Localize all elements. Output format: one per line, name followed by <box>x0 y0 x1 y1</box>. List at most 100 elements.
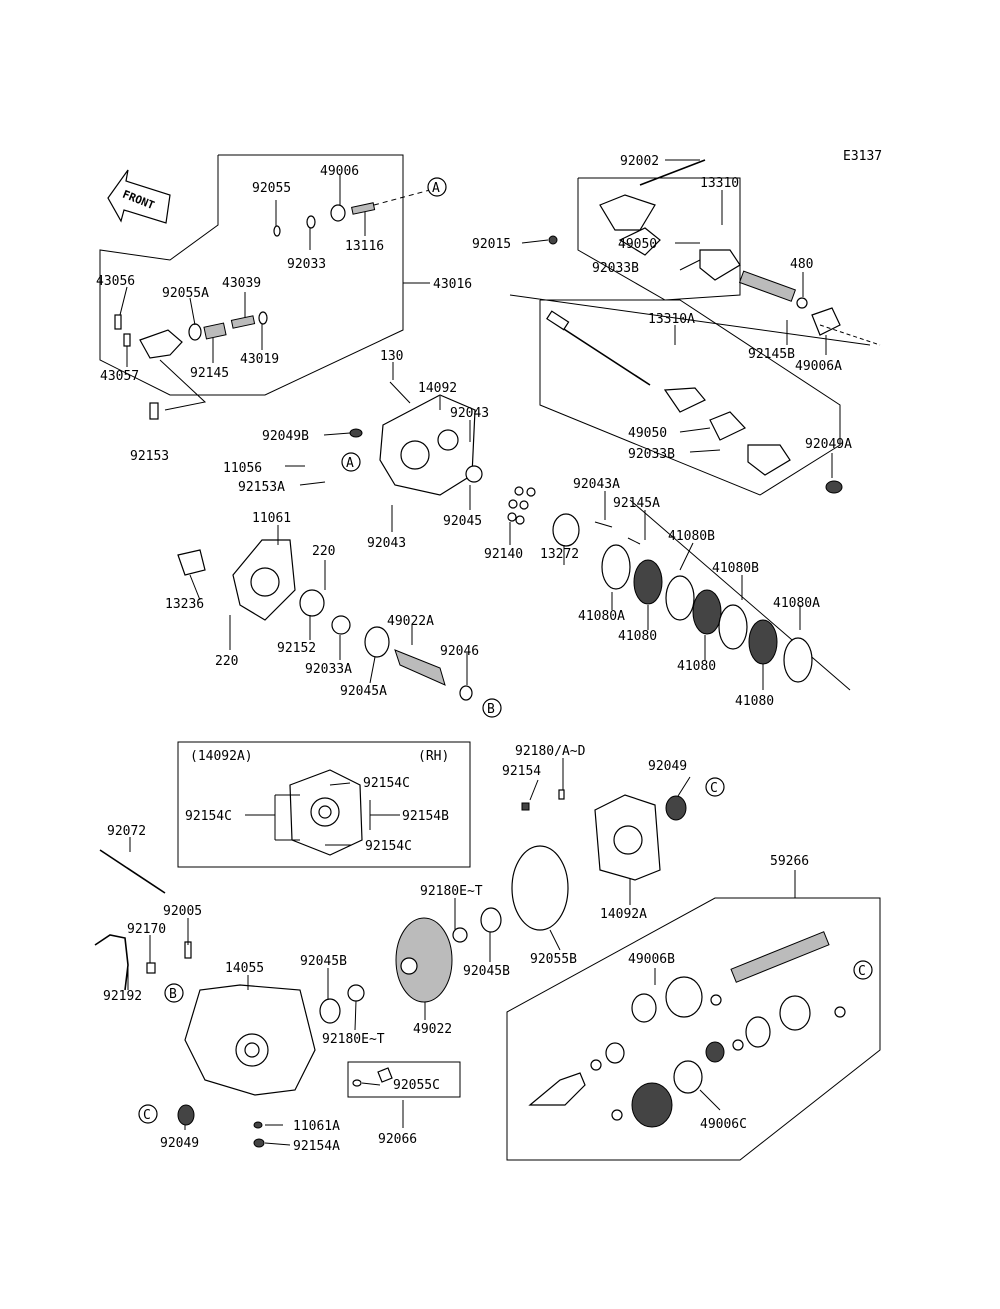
callout-label: 92043 <box>450 406 489 421</box>
part-callouts: 92002 13310 49006 92055 92033 13116 9201… <box>96 154 852 1154</box>
parts-linkage <box>114 189 431 420</box>
callout-label: 92140 <box>484 547 523 562</box>
callout-label: 92049 <box>648 759 687 774</box>
callout-label: 92180E~T <box>322 1032 385 1047</box>
callout-label: 92049 <box>160 1136 199 1151</box>
callout-label: 92002 <box>620 154 659 169</box>
callout-label: 92192 <box>103 989 142 1004</box>
callout-label: 92015 <box>472 237 511 252</box>
callout-label: 43057 <box>100 369 139 384</box>
callout-label: 43056 <box>96 274 135 289</box>
callout-label: 41080A <box>773 596 820 611</box>
callout-label: 13236 <box>165 597 204 612</box>
marker-c: C <box>143 1108 151 1123</box>
callout-label: 92154B <box>402 809 449 824</box>
callout-label: 13310 <box>700 176 739 191</box>
callout-label: 13310A <box>648 312 695 327</box>
callout-label: 220 <box>215 654 238 669</box>
callout-label: 41080 <box>618 629 657 644</box>
callout-label: 130 <box>380 349 403 364</box>
callout-label: 92055C <box>393 1078 440 1093</box>
callout-label: 14092A <box>600 907 647 922</box>
callout-label: 92005 <box>163 904 202 919</box>
callout-label: 92180/A~D <box>515 744 586 759</box>
callout-label: 41080B <box>712 561 759 576</box>
callout-label: 92180E~T <box>420 884 483 899</box>
callout-label: 49006A <box>795 359 842 374</box>
callout-label: 49006B <box>628 952 675 967</box>
callout-label: 13272 <box>540 547 579 562</box>
rh-box-side: (RH) <box>418 749 449 764</box>
callout-label: 14055 <box>225 961 264 976</box>
callout-label: 92154A <box>293 1139 340 1154</box>
marker-a: A <box>432 181 440 196</box>
callout-label: 92045A <box>340 684 387 699</box>
callout-label: 49050 <box>618 237 657 252</box>
callout-label: 92152 <box>277 641 316 656</box>
callout-label: 92043 <box>367 536 406 551</box>
callout-label: 43019 <box>240 352 279 367</box>
parts-gearcase <box>177 381 813 701</box>
callout-label: 92153 <box>130 449 169 464</box>
rh-box-part: (14092A) <box>190 749 253 764</box>
callout-label: 92055 <box>252 181 291 196</box>
callout-label: 92046 <box>440 644 479 659</box>
reference-markers: A A B B C C C <box>138 177 873 1124</box>
callout-label: 92154C <box>365 839 412 854</box>
callout-label: 92033A <box>305 662 352 677</box>
callout-label: 92045B <box>463 964 510 979</box>
callout-label: 41080B <box>668 529 715 544</box>
marker-b: B <box>169 987 177 1002</box>
callout-label: 14092 <box>418 381 457 396</box>
callout-label: 92154 <box>502 764 541 779</box>
callout-label: 92170 <box>127 922 166 937</box>
callout-label: 41080 <box>677 659 716 674</box>
marker-b: B <box>487 702 495 717</box>
callout-label: 92145 <box>190 366 229 381</box>
callout-label: 92045B <box>300 954 347 969</box>
callout-label: 11061 <box>252 511 291 526</box>
callout-label: 11061A <box>293 1119 340 1134</box>
group-outlines <box>99 154 881 1161</box>
callout-label: 49022A <box>387 614 434 629</box>
callout-label: 480 <box>790 257 813 272</box>
callout-label: 43039 <box>222 276 261 291</box>
callout-label: 92066 <box>378 1132 417 1147</box>
front-arrow: FRONT <box>107 169 171 224</box>
diagram-code: E3137 <box>843 149 882 164</box>
callout-label: 49006 <box>320 164 359 179</box>
callout-label: 92043A <box>573 477 620 492</box>
callout-label: 92153A <box>238 480 285 495</box>
callout-label: 92154C <box>185 809 232 824</box>
parts-rh-cover <box>289 769 363 856</box>
marker-c: C <box>858 964 866 979</box>
parts-propshaft <box>546 159 881 494</box>
callout-label: 92049B <box>262 429 309 444</box>
callout-label: 59266 <box>770 854 809 869</box>
callout-label: 92055B <box>530 952 577 967</box>
callout-label: 41080 <box>735 694 774 709</box>
callout-label: 49006C <box>700 1117 747 1132</box>
callout-label: 92033B <box>592 261 639 276</box>
callout-label: 92045 <box>443 514 482 529</box>
callout-label: 92072 <box>107 824 146 839</box>
callout-label: 92033B <box>628 447 675 462</box>
callout-label: 11056 <box>223 461 262 476</box>
callout-label: 49022 <box>413 1022 452 1037</box>
callout-label: 92055A <box>162 286 209 301</box>
callout-label: 92049A <box>805 437 852 452</box>
callout-label: 92033 <box>287 257 326 272</box>
callout-label: 220 <box>312 544 335 559</box>
leader-lines <box>119 159 833 1146</box>
callout-label: 92145A <box>613 496 660 511</box>
marker-a: A <box>346 456 354 471</box>
parts-axle <box>528 931 846 1128</box>
callout-label: 92154C <box>363 776 410 791</box>
marker-c: C <box>710 781 718 796</box>
callout-label: 92145B <box>748 347 795 362</box>
callout-label: 49050 <box>628 426 667 441</box>
callout-label: 13116 <box>345 239 384 254</box>
callout-label: 41080A <box>578 609 625 624</box>
callout-label: 43016 <box>433 277 472 292</box>
